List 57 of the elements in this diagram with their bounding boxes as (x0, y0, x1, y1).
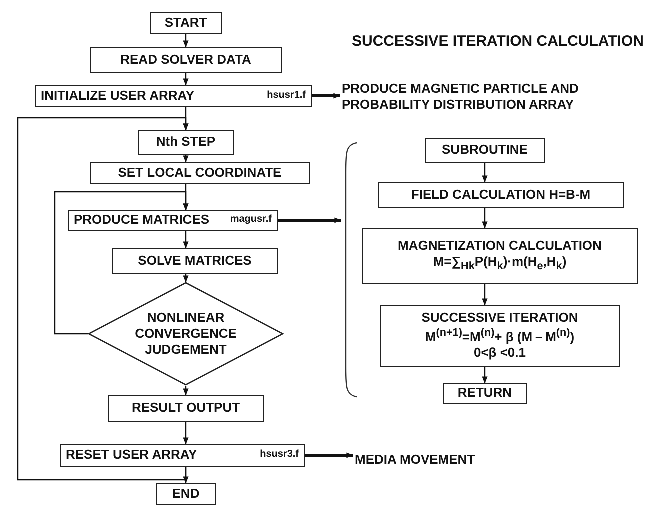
annotation-text: PRODUCE MAGNETIC PARTICLE AND PROBABILITY DISTRIBUTION ARRAY (342, 80, 580, 114)
arrow (183, 467, 189, 484)
process-box (150, 12, 222, 34)
node-label: READ SOLVER DATA (120, 52, 252, 68)
process-box (90, 47, 282, 73)
arrow (183, 73, 189, 86)
arrow (482, 284, 488, 306)
process-box (156, 483, 216, 505)
arrow (312, 93, 341, 99)
arrow (482, 367, 488, 384)
process-box (362, 228, 638, 284)
node-label: M=∑$_{Hk}$P(H$_{k}$)·m(H$_{e}$,H$_{k}$) (433, 254, 567, 274)
process-box (68, 210, 278, 231)
node-label: SUBROUTINE (442, 142, 528, 159)
process-box (138, 130, 234, 155)
node-label: SOLVE MATRICES (138, 252, 252, 270)
process-box (35, 85, 312, 107)
node-label: Nth STEP (156, 134, 216, 151)
file-name: hsusr3.f (260, 449, 299, 462)
node-label: RESET USER ARRAY (66, 447, 198, 464)
node-label: RESULT OUTPUT (132, 400, 240, 417)
arrow (183, 34, 189, 48)
node-label: END (172, 486, 200, 502)
node-label: PRODUCE MATRICES (74, 212, 210, 229)
node-label: MAGNETIZATION CALCULATION (398, 238, 602, 254)
arrow (17, 117, 189, 481)
process-box (378, 182, 624, 208)
process-box (108, 395, 264, 422)
node-label: FIELD CALCULATION H=B-M (411, 186, 591, 204)
file-name: magusr.f (230, 214, 272, 227)
arrow (482, 163, 488, 183)
node-label: INITIALIZE USER ARRAY (41, 88, 195, 104)
process-box (380, 305, 620, 367)
process-box (90, 162, 310, 184)
arrow (54, 191, 189, 335)
node-label: 0<β <0.1 (474, 345, 526, 362)
node-label: M$^{(n+1)}$=M$^{(n)}$+ β (M－M$^{(n)}$) (425, 326, 575, 346)
arrow (183, 231, 189, 249)
arrow (183, 274, 189, 283)
arrow (305, 452, 354, 458)
process-box (443, 383, 527, 404)
file-name: hsusr1.f (267, 90, 306, 102)
process-box (60, 444, 305, 467)
arrow (183, 386, 189, 396)
node-label: RETURN (458, 385, 512, 402)
node-label: SUCCESSIVE ITERATION (422, 310, 578, 327)
arrow (278, 218, 342, 224)
diagram-title: SUCCESSIVE ITERATION CALCULATION (352, 33, 644, 50)
process-box (112, 248, 278, 274)
arrow (183, 155, 189, 163)
node-label: SET LOCAL COORDINATE (118, 164, 282, 182)
node-label: START (164, 14, 208, 32)
process-box (425, 138, 545, 163)
node-label: NONLINEAR CONVERGENCE JUDGEMENT (134, 310, 238, 358)
arrow (183, 422, 189, 445)
arrow (482, 208, 488, 229)
annotation-text: MEDIA MOVEMENT (355, 452, 476, 468)
